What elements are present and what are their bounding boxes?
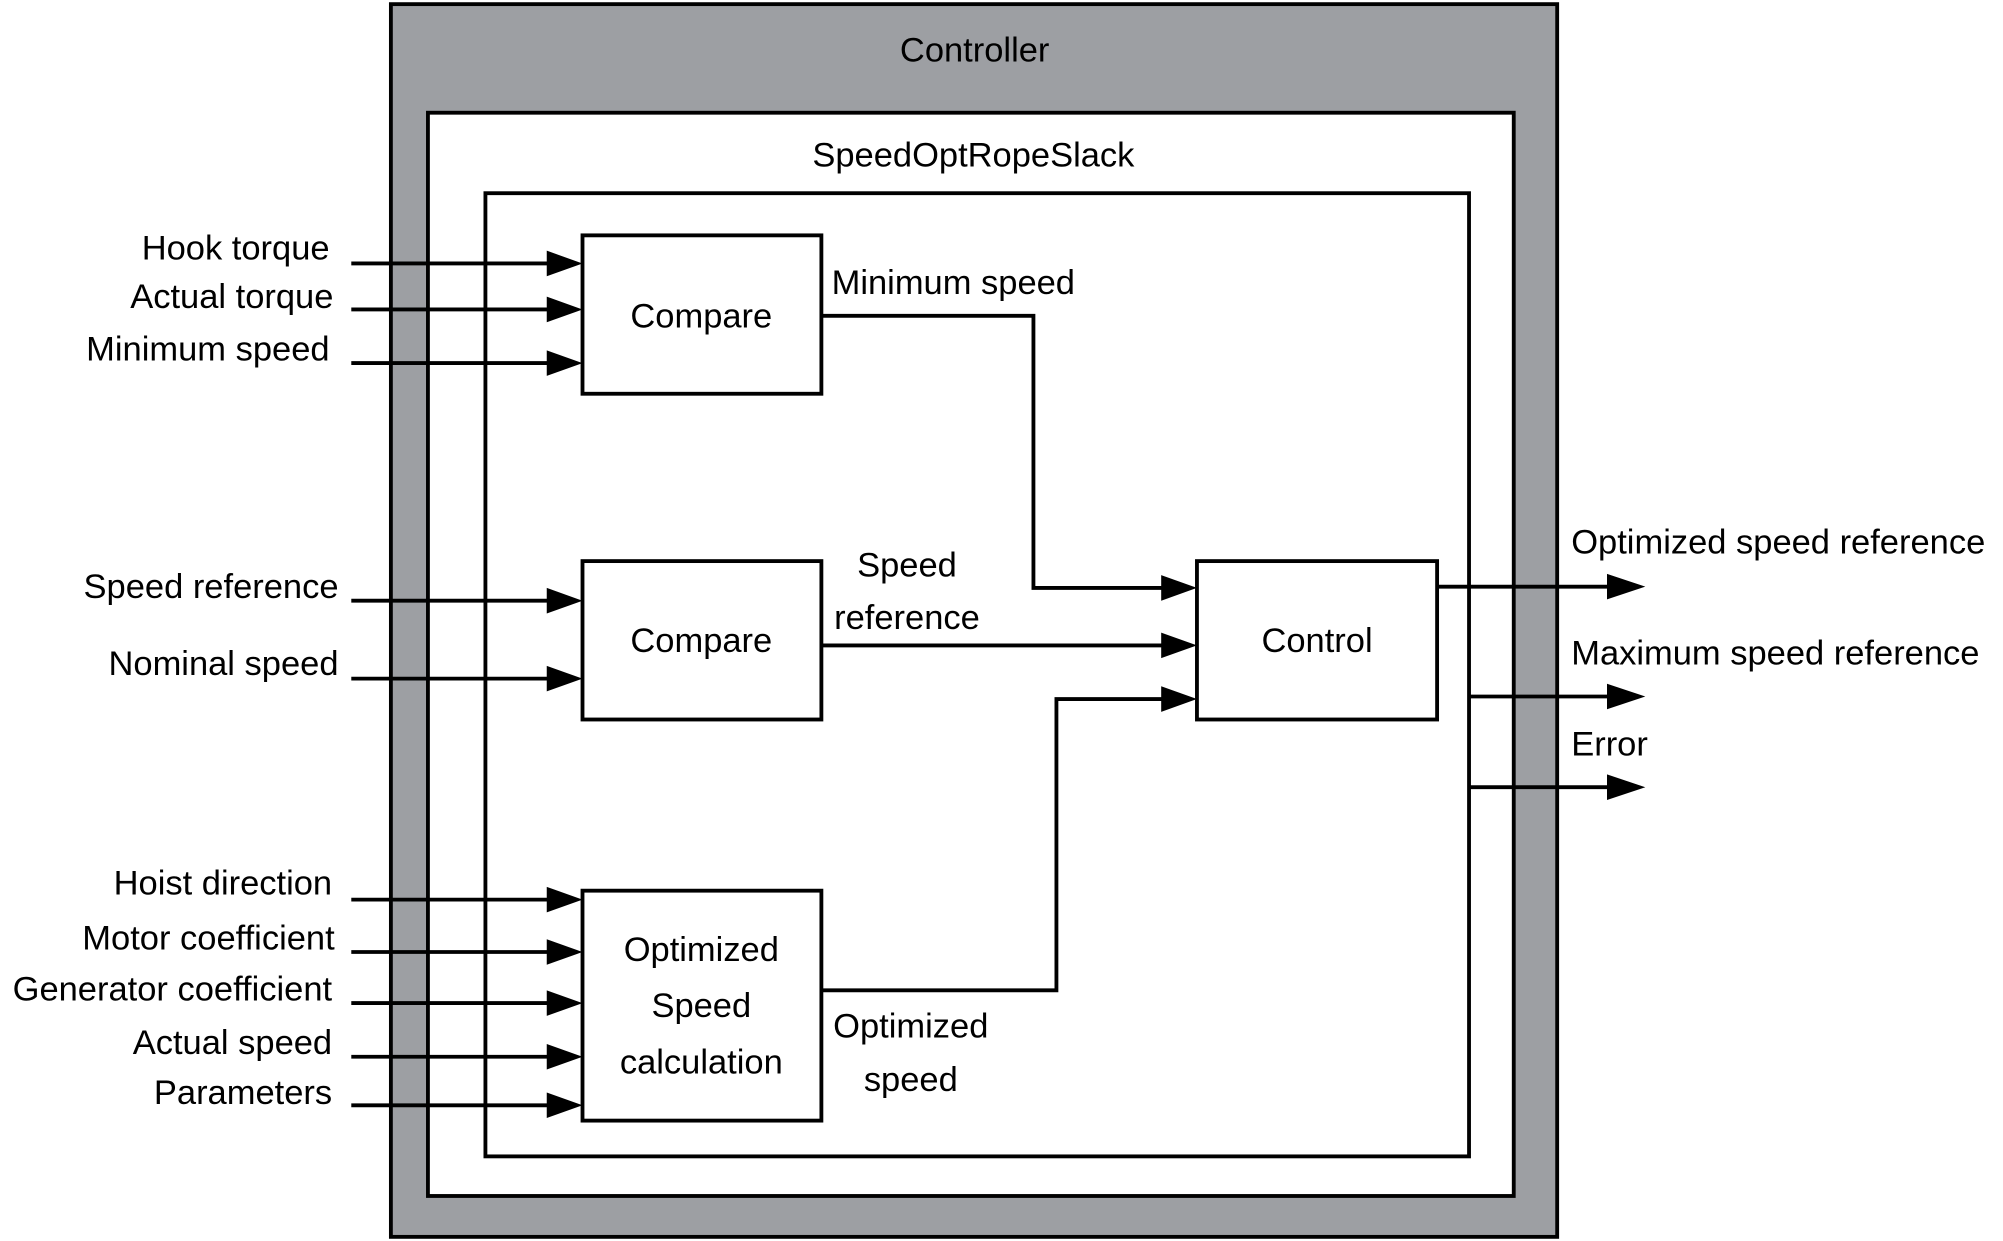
arrow-head xyxy=(1161,575,1197,601)
input-label-hoist-direction: Hoist direction xyxy=(114,865,333,903)
arrow-head xyxy=(546,1092,583,1119)
output-label-optimized-speed-reference: Optimized speed reference xyxy=(1571,523,1985,561)
arrow-head xyxy=(1161,686,1197,712)
signal-label-speed-reference-line1: Speed xyxy=(857,546,957,584)
arrow-head xyxy=(1606,774,1646,800)
output-label-error: Error xyxy=(1571,725,1648,763)
output-label-maximum-speed-reference: Maximum speed reference xyxy=(1571,635,1979,673)
compare-block-1 xyxy=(580,233,824,396)
arrow-head xyxy=(546,990,583,1016)
optimized-speed-block-line1: Optimized xyxy=(624,931,779,969)
control-block-label: Control xyxy=(1261,622,1372,660)
arrow-head xyxy=(1161,632,1197,659)
arrow-head xyxy=(546,296,583,323)
input-lines-optimized xyxy=(351,886,583,1119)
optimized-speed-block xyxy=(580,888,824,1123)
input-label-motor-coefficient: Motor coefficient xyxy=(82,919,335,957)
signal-label-optimized-speed-line2: speed xyxy=(864,1061,958,1099)
arrow-head xyxy=(546,587,583,614)
signal-label-speed-reference-line2: reference xyxy=(834,599,980,637)
arrow-head xyxy=(546,350,583,376)
input-label-parameters: Parameters xyxy=(154,1074,332,1112)
compare-block-1-label: Compare xyxy=(630,297,772,335)
input-label-speed-reference: Speed reference xyxy=(84,568,339,606)
compare-block-2-label: Compare xyxy=(630,622,772,660)
input-label-nominal-speed: Nominal speed xyxy=(108,645,338,683)
signal-line-optimized-speed xyxy=(821,697,1167,993)
input-label-minimum-speed: Minimum speed xyxy=(86,331,329,369)
arrow-head xyxy=(546,886,583,913)
arrow-head xyxy=(546,939,583,965)
arrow-head xyxy=(546,665,583,692)
function-block-title: SpeedOptRopeSlack xyxy=(812,136,1135,174)
signal-line-minimum-speed xyxy=(821,313,1167,590)
input-lines-compare-2 xyxy=(351,587,583,692)
input-label-hook-torque: Hook torque xyxy=(142,230,330,268)
input-label-generator-coefficient: Generator coefficient xyxy=(13,971,333,1009)
optimized-speed-block-line2: Speed xyxy=(651,987,751,1025)
arrow-head xyxy=(1606,683,1646,710)
controller-title: Controller xyxy=(900,32,1050,70)
input-lines-compare-1 xyxy=(351,250,583,376)
signal-label-optimized-speed-line1: Optimized xyxy=(833,1008,988,1046)
arrow-head xyxy=(546,1043,583,1070)
compare-block-2 xyxy=(580,559,824,722)
arrow-head xyxy=(546,250,583,277)
signal-label-minimum-speed: Minimum speed xyxy=(832,264,1075,302)
control-block xyxy=(1195,559,1440,722)
optimized-speed-block-line3: calculation xyxy=(620,1043,783,1081)
input-label-actual-speed: Actual speed xyxy=(133,1024,332,1062)
input-label-actual-torque: Actual torque xyxy=(130,278,333,316)
arrow-head xyxy=(1606,573,1646,600)
